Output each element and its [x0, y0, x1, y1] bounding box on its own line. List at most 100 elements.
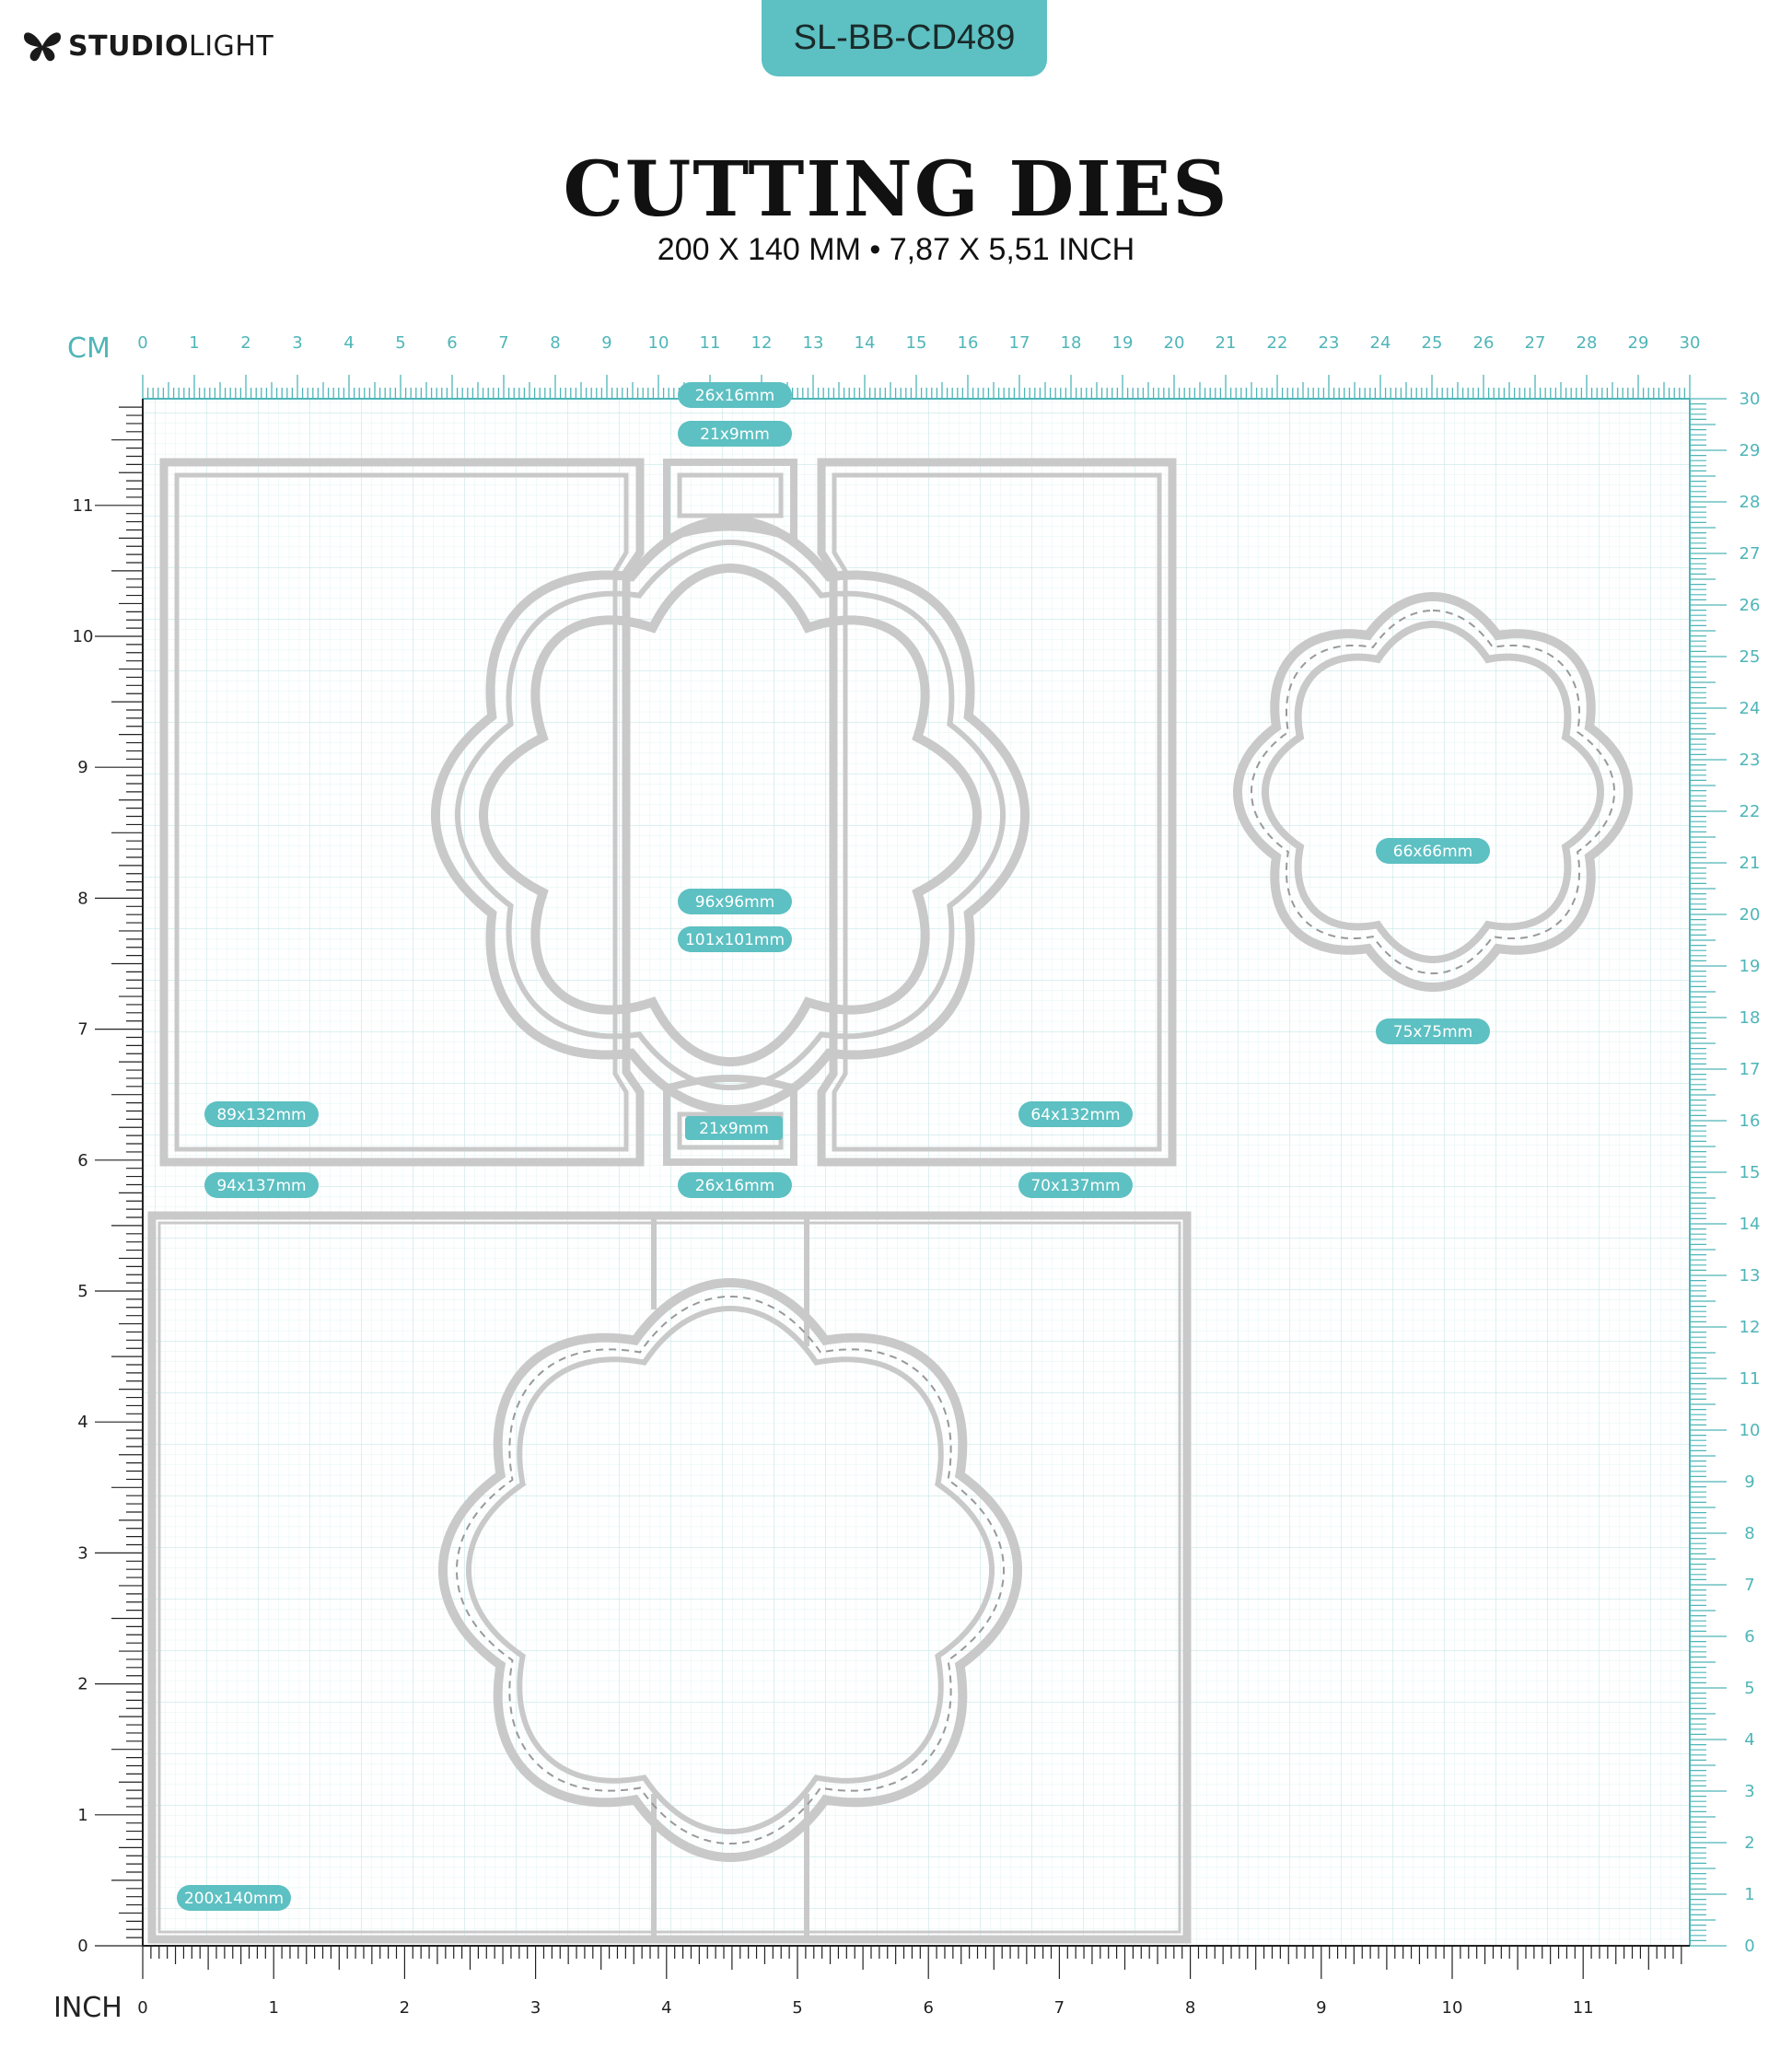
die-center-flower-frame — [431, 516, 1030, 1114]
left-ruler-label: 0 — [77, 1937, 87, 1956]
pill-base-card: 200x140mm — [177, 1885, 291, 1911]
butterfly-icon — [24, 32, 61, 62]
product-code-tab: SL-BB-CD489 — [762, 0, 1047, 76]
pill-small-flower-inner: 66x66mm — [1376, 838, 1490, 864]
left-ruler-label: 6 — [77, 1151, 87, 1170]
right-ruler-label: 20 — [1740, 905, 1761, 925]
right-ruler-label: 30 — [1740, 390, 1761, 409]
right-ruler-label: 2 — [1744, 1833, 1754, 1853]
right-ruler-label: 22 — [1740, 802, 1761, 821]
right-ruler-label: 13 — [1740, 1266, 1761, 1286]
top-ruler-label: 23 — [1319, 333, 1340, 353]
page-title: CUTTING DIES — [563, 145, 1229, 234]
right-ruler-label: 6 — [1744, 1627, 1754, 1647]
top-ruler-label: 0 — [137, 333, 147, 353]
top-ruler-label: 18 — [1061, 333, 1082, 353]
pill-left-panel-outer: 94x137mm — [204, 1172, 319, 1198]
top-ruler-label: 30 — [1680, 333, 1701, 353]
page-subtitle: 200 X 140 MM • 7,87 X 5,51 INCH — [657, 232, 1135, 267]
top-ruler-label: 26 — [1473, 333, 1495, 353]
top-ruler-label: 15 — [906, 333, 927, 353]
svg-text:64x132mm: 64x132mm — [1030, 1106, 1120, 1124]
bottom-ruler-label: 5 — [792, 1998, 802, 2018]
cm-unit-label: CM — [67, 332, 111, 365]
left-ruler-label: 4 — [77, 1413, 87, 1432]
right-ruler-label: 18 — [1740, 1008, 1761, 1028]
top-ruler-label: 19 — [1112, 333, 1134, 353]
right-ruler-label: 10 — [1740, 1421, 1761, 1440]
right-ruler-label: 1 — [1744, 1885, 1754, 1904]
right-ruler-label: 7 — [1744, 1576, 1754, 1595]
bottom-ruler-label: 9 — [1316, 1998, 1326, 2018]
top-ruler-label: 20 — [1164, 333, 1185, 353]
top-ruler-label: 29 — [1628, 333, 1649, 353]
left-ruler-label: 11 — [73, 496, 94, 516]
die-base-card — [147, 1211, 1192, 1944]
right-ruler-label: 9 — [1744, 1472, 1754, 1492]
top-ruler-label: 21 — [1216, 333, 1237, 353]
top-ruler-label: 4 — [343, 333, 354, 353]
top-ruler-label: 25 — [1422, 333, 1443, 353]
right-ruler-label: 8 — [1744, 1524, 1754, 1543]
top-ruler-label: 5 — [395, 333, 405, 353]
bottom-ruler-label: 6 — [923, 1998, 933, 2018]
die-small-flower — [1233, 592, 1633, 992]
pill-bottom-tab-inner: 21x9mm — [685, 1116, 783, 1140]
die-base-flower — [438, 1278, 1022, 1862]
right-ruler-label: 0 — [1744, 1937, 1754, 1956]
top-ruler-label: 27 — [1525, 333, 1546, 353]
top-ruler-label: 13 — [803, 333, 824, 353]
svg-text:75x75mm: 75x75mm — [1393, 1023, 1472, 1041]
top-ruler-label: 17 — [1009, 333, 1030, 353]
top-ruler-label: 9 — [601, 333, 611, 353]
right-ruler-label: 5 — [1744, 1679, 1754, 1698]
right-ruler-label: 26 — [1740, 596, 1761, 615]
bottom-ruler-label: 8 — [1185, 1998, 1195, 2018]
top-ruler-label: 6 — [447, 333, 457, 353]
pill-small-flower-outer: 75x75mm — [1376, 1018, 1490, 1044]
top-ruler-label: 8 — [550, 333, 560, 353]
svg-text:21x9mm: 21x9mm — [700, 425, 770, 444]
die-right-panel — [817, 458, 1177, 1167]
right-ruler-label: 16 — [1740, 1111, 1761, 1131]
bottom-ruler-label: 1 — [268, 1998, 278, 2018]
right-ruler-label: 4 — [1744, 1730, 1754, 1750]
svg-text:21x9mm: 21x9mm — [699, 1120, 769, 1138]
top-ruler-label: 24 — [1370, 333, 1391, 353]
right-ruler-cm: 3029282726252423222120191817161514131211… — [1689, 390, 1761, 1956]
right-ruler-label: 25 — [1740, 647, 1761, 667]
bottom-ruler-label: 2 — [400, 1998, 410, 2018]
bottom-ruler-label: 7 — [1054, 1998, 1065, 2018]
right-ruler-label: 19 — [1740, 957, 1761, 976]
bottom-ruler-label: 4 — [661, 1998, 671, 2018]
left-ruler-label: 8 — [77, 889, 87, 908]
right-ruler-label: 11 — [1740, 1369, 1761, 1389]
bottom-ruler-label: 10 — [1442, 1998, 1463, 2018]
left-ruler-label: 7 — [77, 1020, 87, 1040]
right-ruler-label: 15 — [1740, 1163, 1761, 1182]
right-ruler-label: 29 — [1740, 441, 1761, 460]
svg-text:70x137mm: 70x137mm — [1030, 1177, 1120, 1195]
left-ruler-label: 9 — [77, 758, 87, 777]
top-ruler-label: 28 — [1577, 333, 1598, 353]
top-ruler-label: 2 — [240, 333, 250, 353]
brand-name-bold: STUDIO — [68, 29, 189, 63]
svg-text:101x101mm: 101x101mm — [685, 931, 785, 949]
bottom-ruler-label: 11 — [1573, 1998, 1594, 2018]
top-ruler-label: 14 — [855, 333, 876, 353]
right-ruler-label: 12 — [1740, 1318, 1761, 1337]
top-ruler-label: 12 — [751, 333, 773, 353]
top-ruler-label: 22 — [1267, 333, 1288, 353]
pill-right-panel-outer: 70x137mm — [1018, 1172, 1133, 1198]
right-ruler-label: 28 — [1740, 493, 1761, 512]
brand-name-light: LIGHT — [189, 29, 274, 63]
product-code: SL-BB-CD489 — [793, 18, 1016, 57]
pill-top-tab-outer: 26x16mm — [678, 382, 792, 408]
right-ruler-label: 27 — [1740, 544, 1761, 564]
pill-center-flower-outer: 101x101mm — [678, 926, 792, 952]
